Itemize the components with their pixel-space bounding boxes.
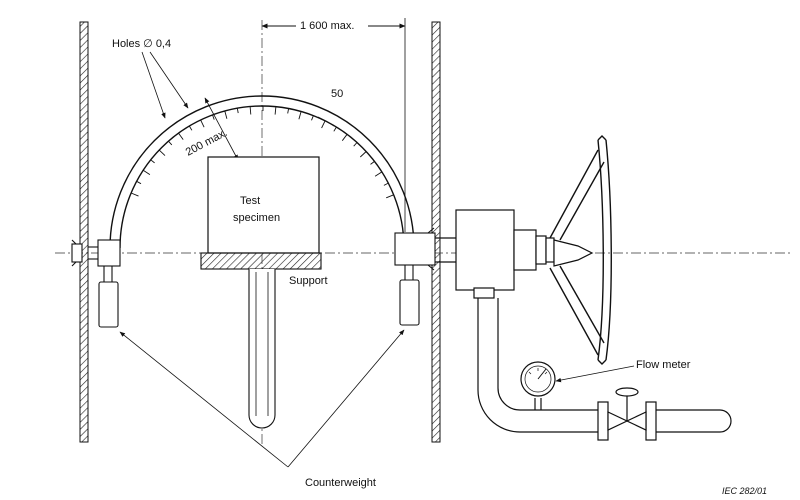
hole-tick: [383, 182, 389, 186]
radius-dimension: 200 max.: [184, 97, 239, 161]
specimen-label-line1: Test: [240, 195, 260, 207]
rotary-coupling: [435, 209, 594, 299]
right-wall: [431, 21, 441, 443]
hole-tick: [333, 126, 337, 132]
tick-spacing-annotation: 50: [317, 88, 343, 127]
holes-label: Holes ∅ 0,4: [112, 38, 171, 50]
hole-tick: [370, 161, 375, 165]
hole-tick: [321, 120, 326, 129]
hole-tick: [178, 132, 184, 140]
hole-tick: [298, 111, 302, 120]
support: Support: [200, 252, 328, 429]
hole-tick: [353, 142, 358, 147]
radius-label: 200 max.: [184, 127, 230, 159]
right-counterweight: [399, 265, 420, 326]
hole-tick: [158, 149, 166, 156]
hole-tick: [341, 134, 348, 141]
figure-reference: IEC 282/01: [722, 486, 767, 496]
hole-tick: [130, 192, 139, 197]
flow-meter-annotation: Flow meter: [555, 359, 691, 383]
hole-tick: [136, 180, 142, 185]
hole-tick: [249, 106, 252, 115]
counterweight-annotation: Counterweight: [119, 329, 405, 489]
valve: [597, 387, 657, 441]
tick-spacing-label: 50: [331, 88, 343, 100]
span-dimension: 1 600 max.: [261, 18, 406, 232]
hole-tick: [150, 159, 155, 164]
hole-tick: [142, 169, 151, 175]
hole-tick: [168, 140, 173, 146]
test-specimen: Test specimen: [207, 156, 320, 254]
holes-annotation: Holes ∅ 0,4: [112, 38, 189, 119]
left-wall: [79, 21, 89, 443]
specimen-label-line2: specimen: [233, 212, 280, 224]
hole-tick: [200, 119, 205, 128]
flow-meter-label: Flow meter: [636, 359, 691, 371]
hole-tick: [274, 106, 277, 115]
hole-tick: [386, 194, 394, 199]
right-pivot: [394, 227, 436, 271]
span-label: 1 600 max.: [300, 20, 354, 32]
hole-tick: [224, 110, 228, 119]
hole-tick: [374, 171, 383, 177]
left-counterweight: [98, 266, 119, 328]
left-pivot: [71, 239, 121, 267]
counterweight-label: Counterweight: [305, 477, 376, 489]
hole-tick: [236, 108, 239, 114]
feed-pipe: [477, 298, 732, 433]
hole-tick: [287, 108, 290, 114]
flow-meter-gauge: [520, 361, 556, 397]
hole-tick: [359, 151, 367, 158]
handwheel: [549, 135, 612, 365]
hole-tick: [311, 115, 314, 121]
support-label: Support: [289, 275, 328, 287]
hole-tick: [188, 125, 193, 131]
